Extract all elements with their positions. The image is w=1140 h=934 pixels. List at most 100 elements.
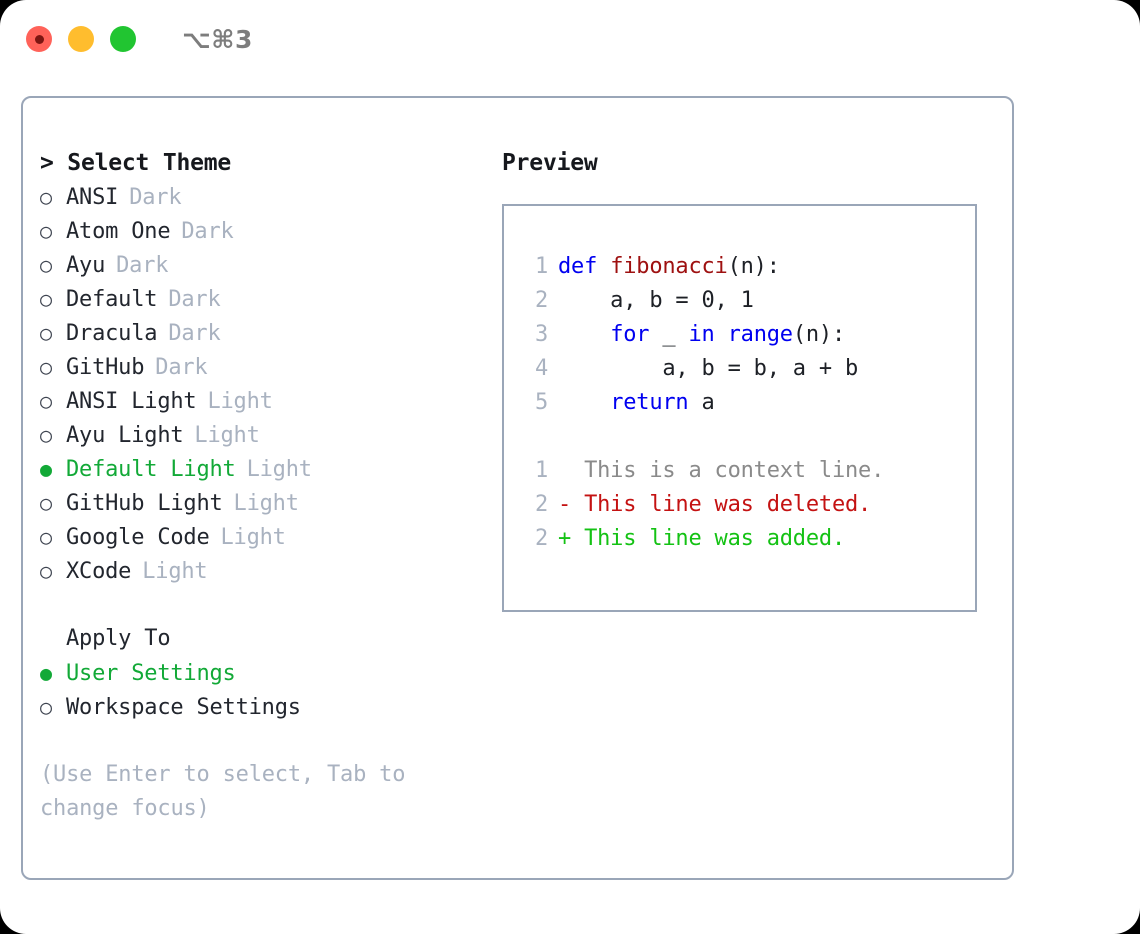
theme-variant-badge: Light [194, 423, 260, 448]
code-line-number: 1 [534, 254, 548, 279]
theme-option-label: Ayu [66, 253, 106, 278]
code-token: return [610, 390, 689, 415]
radio-unselected-icon: ○ [40, 525, 52, 549]
theme-option-label: Default [66, 287, 158, 312]
radio-unselected-icon: ○ [40, 389, 52, 413]
theme-option-label: Google Code [66, 525, 210, 550]
code-token [558, 390, 610, 415]
code-line-text: for _ in range(n): [558, 318, 845, 352]
code-token: fibonacci [610, 254, 728, 279]
select-theme-header: > Select Theme [40, 150, 232, 176]
theme-option-label: Dracula [66, 321, 158, 346]
apply-to-option-user-settings[interactable]: ● User Settings [40, 656, 490, 690]
code-token: in [688, 322, 715, 347]
code-token [558, 322, 610, 347]
radio-unselected-icon: ○ [40, 559, 52, 583]
theme-option-default[interactable]: ○ Default Dark [40, 282, 490, 316]
code-line: 1 def fibonacci(n): [518, 250, 967, 284]
code-line-text: def fibonacci(n): [558, 250, 780, 284]
code-token: _ [649, 322, 689, 347]
diff-line-text: This is a context line. [558, 458, 885, 483]
radio-unselected-icon: ○ [40, 355, 52, 379]
code-token: range [727, 322, 793, 347]
code-line-number: 2 [534, 288, 548, 313]
apply-to-header: Apply To [66, 626, 171, 651]
diff-line-number: 2 [534, 492, 548, 517]
diff-sample: 1 This is a context line.2- This line wa… [518, 454, 967, 556]
theme-option-label: ANSI [66, 185, 119, 210]
apply-to-option-label: User Settings [66, 661, 236, 686]
code-line: 4 a, b = b, a + b [518, 352, 967, 386]
code-line: 5 return a [518, 386, 967, 420]
code-token: (n): [727, 254, 780, 279]
apply-to-option-workspace-settings[interactable]: ○ Workspace Settings [40, 690, 490, 724]
theme-variant-badge: Dark [168, 321, 221, 346]
theme-option-label: GitHub [66, 355, 145, 380]
code-line-number: 5 [534, 390, 548, 415]
title-bar: ⌥⌘3 [0, 0, 1140, 78]
minimize-window-button[interactable] [68, 26, 94, 52]
code-token [715, 322, 728, 347]
theme-variant-badge: Dark [168, 287, 221, 312]
radio-unselected-icon: ○ [40, 695, 52, 719]
theme-option-atom-one[interactable]: ○ Atom One Dark [40, 214, 490, 248]
theme-variant-badge: Dark [181, 219, 234, 244]
window-title: ⌥⌘3 [182, 24, 253, 54]
pane-spacer [40, 588, 490, 622]
code-token: a, b = b, a + b [558, 356, 859, 381]
diff-line-number: 1 [534, 458, 548, 483]
code-token: a, b = 0, 1 [558, 288, 754, 313]
code-line-number: 4 [534, 356, 548, 381]
theme-option-label: Atom One [66, 219, 171, 244]
radio-selected-icon: ● [40, 457, 52, 481]
apply-to-option-list[interactable]: ● User Settings ○ Workspace Settings [40, 656, 490, 724]
code-line-text: a, b = b, a + b [558, 352, 858, 386]
theme-option-ansi-light[interactable]: ○ ANSI Light Light [40, 384, 490, 418]
diff-line-ctx: 1 This is a context line. [518, 454, 967, 488]
theme-variant-badge: Light [220, 525, 286, 550]
theme-option-label: Default Light [66, 457, 236, 482]
close-icon [34, 34, 44, 44]
theme-option-google-code[interactable]: ○ Google Code Light [40, 520, 490, 554]
code-token: a [688, 390, 715, 415]
maximize-window-button[interactable] [110, 26, 136, 52]
radio-unselected-icon: ○ [40, 423, 52, 447]
code-line: 2 a, b = 0, 1 [518, 284, 967, 318]
apply-to-option-label: Workspace Settings [66, 695, 301, 720]
radio-unselected-icon: ○ [40, 185, 52, 209]
code-line-text: return a [558, 386, 715, 420]
theme-variant-badge: Light [142, 559, 208, 584]
theme-variant-badge: Light [207, 389, 273, 414]
code-line: 3 for _ in range(n): [518, 318, 967, 352]
diff-line-add: 2 + This line was added. [518, 522, 967, 556]
radio-unselected-icon: ○ [40, 287, 52, 311]
close-window-button[interactable] [26, 26, 52, 52]
traffic-light-group [26, 26, 136, 52]
keyboard-hint-text: (Use Enter to select, Tab to change focu… [40, 762, 406, 821]
theme-variant-badge: Dark [116, 253, 169, 278]
diff-line-number: 2 [534, 526, 548, 551]
code-token: def [558, 254, 611, 279]
radio-unselected-icon: ○ [40, 219, 52, 243]
code-diff-separator [518, 420, 967, 454]
radio-selected-icon: ● [40, 661, 52, 685]
preview-title: Preview [502, 150, 598, 176]
theme-option-label: ANSI Light [66, 389, 197, 414]
diff-line-text: + This line was added. [558, 526, 845, 551]
